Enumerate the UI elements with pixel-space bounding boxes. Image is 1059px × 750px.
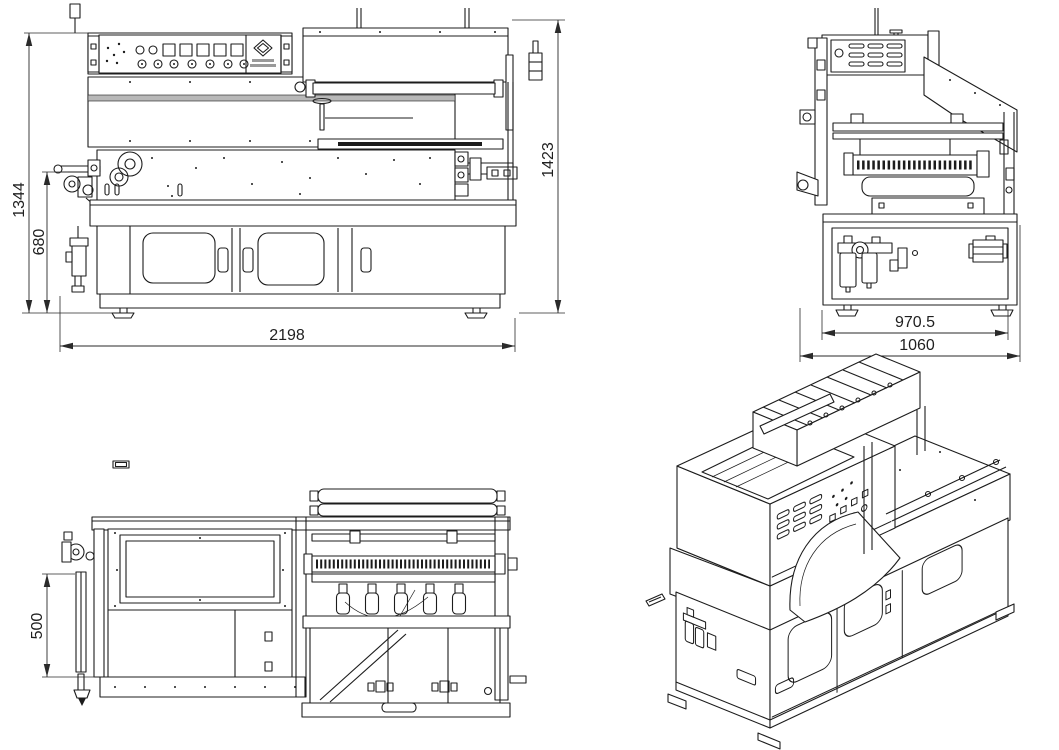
drive-gear [117,151,143,177]
door-handle[interactable] [242,247,254,273]
iso-cabinet-doors [771,544,997,718]
iso-film-roller-conveyor [752,353,926,554]
film-clamp [451,583,467,615]
iso-roller-cylinder [759,393,835,435]
door-handle[interactable] [360,247,372,273]
dimension-frame-height: 500 [29,573,95,678]
dim-text-inner-width: 970.5 [895,314,935,331]
sealing-roller [312,82,496,95]
isometric-view [645,353,1015,750]
dim-text-overall-height: 1344 [11,182,28,218]
leveling-foot [835,304,859,317]
louvered-electrical-box [821,8,940,85]
panel-switch-row [162,43,244,57]
iso-side-handle[interactable] [736,668,757,686]
drawer-handle[interactable] [381,702,417,713]
perforation-bar [311,555,496,573]
left-frame-column [796,37,828,206]
loose-part [112,460,130,469]
iso-foot [995,603,1015,621]
iso-door-handle[interactable] [774,677,795,695]
iso-valve [706,632,717,651]
rubber-roller [861,176,975,197]
iso-foot [757,732,781,750]
sealing-head [294,27,514,150]
dimension-inner-width: 970.5 [821,310,1009,340]
dim-text-infeed-height: 680 [31,229,48,256]
leveling-foot [464,307,488,319]
diamond-logo-icon [253,39,273,57]
air-cylinder [968,235,1008,263]
drive-mechanism-plate [96,149,518,201]
film-roll-bracket [528,40,543,81]
dim-text-body-height: 1423 [540,142,557,178]
leveling-foot [990,304,1014,317]
iso-door-window [921,544,963,595]
film-clamp [364,583,380,615]
inspection-window [125,540,275,598]
dimension-infeed-height: 680 [31,171,68,313]
panel-button-row [137,59,249,69]
iso-loose-part [645,593,666,607]
cutting-mechanism [832,112,1015,216]
clamp-row [335,583,467,629]
side-guide-bar [73,571,91,706]
film-arm-top [69,3,81,19]
iso-base-front-face [769,517,1009,729]
side-elevation-view: 970.5 1060 [796,8,1021,362]
iso-foot [667,693,687,710]
dim-text-side-overall-width: 1060 [899,337,935,354]
dim-text-overall-width: 2198 [269,327,305,344]
cabinet-door-window [257,232,325,286]
rear-elevation-view: 500 [29,460,527,718]
side-base-cabinet [822,213,1018,317]
dim-text-frame-height: 500 [29,613,46,640]
iso-outfeed-rails [885,451,1007,522]
machine-table [89,82,517,227]
rear-right-frame [295,516,509,701]
brand-logo-plate [245,34,282,74]
base-cabinet [96,225,506,319]
door-handle[interactable] [217,247,229,273]
air-filter-regulator [837,235,893,293]
dimension-side-overall-width: 1060 [799,225,1021,362]
indicator-lamp [135,45,145,55]
rear-lower-box [301,557,527,718]
film-clamp [393,583,409,615]
film-clamp [335,583,351,615]
dimension-overall-height: 1344 [11,32,113,314]
indicator-lamp [148,45,158,55]
control-panel [87,32,293,75]
rear-panel [93,528,306,698]
seal-bar [338,142,482,146]
film-rollers [309,488,506,517]
top-beam [91,516,511,531]
dimension-body-height: 1423 [512,19,565,314]
housing-stripe [87,94,456,102]
iso-frl-unit [682,606,757,686]
mount-bracket [889,247,919,272]
dimension-overall-width: 2198 [59,296,516,352]
pneumatic-unit [65,226,89,293]
leveling-foot [111,307,135,319]
louver-vents [848,43,903,67]
latch-hardware [367,680,458,693]
unwind-motor [61,531,95,563]
front-elevation-view: 1344 680 2198 1423 [11,3,565,352]
cabinet-door-window [142,232,216,284]
